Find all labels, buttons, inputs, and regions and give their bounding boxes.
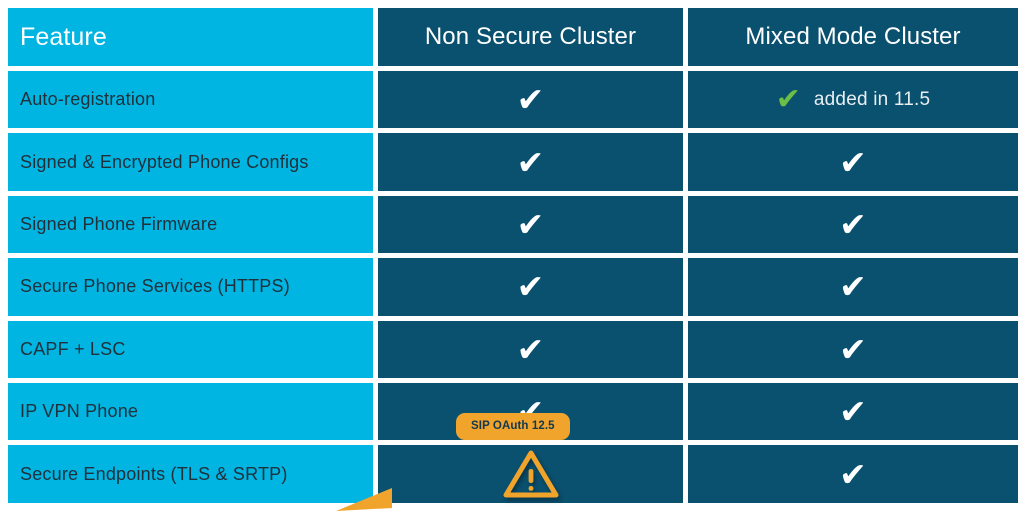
check-icon: ✔ bbox=[839, 392, 867, 432]
column-header-non-secure-cluster: Non Secure Cluster bbox=[378, 8, 683, 66]
check-icon: ✔ bbox=[516, 329, 545, 369]
feature-label: IP VPN Phone bbox=[20, 401, 139, 422]
cell-non-secure: ✔ bbox=[378, 133, 683, 191]
table-row: Secure Endpoints (TLS & SRTP) bbox=[8, 445, 373, 503]
warning-triangle-icon bbox=[502, 449, 560, 499]
check-icon: ✔ bbox=[839, 454, 867, 494]
check-icon: ✔ bbox=[775, 81, 801, 117]
table-row: Auto-registration bbox=[8, 71, 373, 129]
feature-comparison-table: Feature Non Secure Cluster Mixed Mode Cl… bbox=[8, 8, 1018, 511]
column-header-feature-label: Feature bbox=[20, 22, 107, 51]
feature-label: Secure Endpoints (TLS & SRTP) bbox=[20, 463, 288, 484]
check-icon: ✔ bbox=[516, 267, 545, 307]
cell-mixed-mode: ✔ bbox=[688, 133, 1018, 191]
check-icon: ✔ bbox=[839, 204, 867, 244]
column-header-mixed-mode-cluster: Mixed Mode Cluster bbox=[688, 8, 1018, 66]
column-header-non-secure-cluster-label: Non Secure Cluster bbox=[424, 23, 637, 50]
table-row: Signed Phone Firmware bbox=[8, 195, 373, 254]
tooltip-tail-icon bbox=[336, 487, 392, 511]
table-row: CAPF + LSC bbox=[8, 320, 373, 378]
table-row: IP VPN Phone bbox=[8, 382, 373, 441]
check-icon: ✔ bbox=[516, 142, 545, 182]
check-icon: ✔ bbox=[839, 267, 867, 307]
cell-non-secure: ✔ bbox=[378, 258, 683, 316]
feature-label: Secure Phone Services (HTTPS) bbox=[20, 276, 290, 297]
cell-mixed-mode: ✔ bbox=[688, 258, 1018, 316]
check-with-note: ✔ added in 11.5 bbox=[775, 81, 931, 117]
check-icon: ✔ bbox=[516, 80, 545, 120]
column-header-mixed-mode-cluster-label: Mixed Mode Cluster bbox=[745, 23, 961, 50]
cell-non-secure: ✔ bbox=[378, 320, 683, 378]
table-row: Secure Phone Services (HTTPS) bbox=[8, 258, 373, 316]
cell-mixed-mode: ✔ bbox=[688, 445, 1018, 503]
cell-mixed-mode: ✔ bbox=[688, 195, 1018, 254]
feature-label: Auto-registration bbox=[20, 89, 156, 110]
cell-mixed-mode: ✔ bbox=[688, 382, 1018, 441]
tooltip-label: SIP OAuth 12.5 bbox=[471, 420, 555, 433]
table-row: Signed & Encrypted Phone Configs bbox=[8, 133, 373, 191]
sip-oauth-tooltip[interactable]: SIP OAuth 12.5 bbox=[456, 413, 570, 441]
check-icon: ✔ bbox=[839, 142, 867, 182]
cell-mixed-mode: ✔ added in 11.5 bbox=[688, 71, 1018, 129]
feature-label: Signed & Encrypted Phone Configs bbox=[20, 151, 309, 172]
feature-label: CAPF + LSC bbox=[20, 338, 126, 359]
cell-non-secure: SIP OAuth 12.5 bbox=[336, 413, 683, 511]
column-header-feature: Feature bbox=[8, 8, 373, 66]
cell-non-secure: ✔ bbox=[378, 195, 683, 254]
check-icon: ✔ bbox=[516, 204, 545, 244]
feature-label: Signed Phone Firmware bbox=[20, 213, 218, 234]
check-icon: ✔ bbox=[839, 329, 867, 369]
version-note: added in 11.5 bbox=[813, 88, 931, 110]
cell-non-secure: ✔ bbox=[378, 71, 683, 129]
cell-mixed-mode: ✔ bbox=[688, 320, 1018, 378]
